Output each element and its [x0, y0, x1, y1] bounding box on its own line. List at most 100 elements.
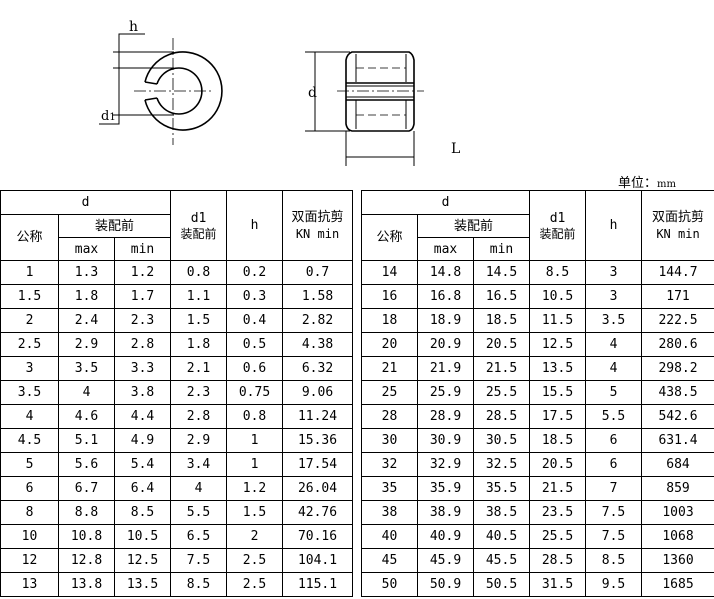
cell-d-max: 8.8 — [58, 500, 115, 525]
cell-d1: 1.8 — [170, 332, 228, 357]
cell-d1: 13.5 — [529, 356, 587, 381]
cell-d-max: 50.9 — [417, 572, 474, 597]
cell-d1: 20.5 — [529, 452, 587, 477]
cell-nominal: 1 — [0, 260, 59, 285]
header-nominal: 公称 — [0, 214, 59, 261]
header-d: d — [360, 190, 531, 215]
cell-h: 2 — [226, 524, 284, 549]
cell-d1: 12.5 — [529, 332, 587, 357]
cell-d-max: 1.8 — [58, 284, 115, 309]
cell-nominal: 5 — [0, 452, 59, 477]
cell-d-max: 10.8 — [58, 524, 115, 549]
cell-d-min: 5.4 — [113, 452, 172, 477]
cell-nominal: 28 — [361, 404, 418, 429]
cell-d-min: 10.5 — [113, 524, 172, 549]
side-view — [305, 51, 424, 166]
cell-d-max: 32.9 — [417, 452, 474, 477]
cell-shear: 1003 — [641, 500, 714, 525]
cell-shear: 1068 — [641, 524, 714, 549]
cell-shear: 115.1 — [282, 572, 354, 597]
cell-nominal: 4.5 — [0, 428, 59, 453]
cell-shear: 15.36 — [282, 428, 354, 453]
header-before-assembly: 装配前 — [416, 214, 531, 238]
cell-h: 3 — [585, 260, 643, 285]
end-view — [99, 33, 223, 145]
cell-nominal: 8 — [0, 500, 59, 525]
cell-h: 2.5 — [226, 572, 284, 597]
cell-d-max: 16.8 — [417, 284, 474, 309]
cell-shear: 1.58 — [282, 284, 354, 309]
unit-label: 单位：mm — [618, 172, 676, 191]
cell-shear: 11.24 — [282, 404, 354, 429]
cell-d-max: 28.9 — [417, 404, 474, 429]
cell-nominal: 32 — [361, 452, 418, 477]
header-max: max — [58, 237, 115, 261]
cell-d1: 28.5 — [529, 548, 587, 573]
cell-shear: 9.06 — [282, 380, 354, 405]
cell-shear: 280.6 — [641, 332, 714, 357]
cell-h: 4 — [585, 332, 643, 357]
d1-label: d1 — [101, 109, 116, 124]
cell-d-min: 12.5 — [113, 548, 172, 573]
cell-shear: 0.7 — [282, 260, 354, 285]
cell-nominal: 30 — [361, 428, 418, 453]
cell-h: 3.5 — [585, 308, 643, 333]
cell-d-min: 28.5 — [472, 404, 531, 429]
cell-nominal: 6 — [0, 476, 59, 501]
header-h: h — [226, 190, 284, 261]
cell-d-min: 1.7 — [113, 284, 172, 309]
cell-d1: 1.1 — [170, 284, 228, 309]
cell-shear: 17.54 — [282, 452, 354, 477]
cell-d-max: 30.9 — [417, 428, 474, 453]
cell-shear: 222.5 — [641, 308, 714, 333]
unit-prefix: 单位： — [618, 176, 658, 191]
cell-d-min: 14.5 — [472, 260, 531, 285]
cell-shear: 631.4 — [641, 428, 714, 453]
header-max: max — [417, 237, 474, 261]
d-label: d — [308, 85, 317, 101]
cell-h: 2.5 — [226, 548, 284, 573]
cell-d1: 8.5 — [170, 572, 228, 597]
cell-shear: 70.16 — [282, 524, 354, 549]
cell-d1: 5.5 — [170, 500, 228, 525]
h-label: h — [129, 19, 138, 35]
cell-nominal: 1.5 — [0, 284, 59, 309]
cell-d-max: 6.7 — [58, 476, 115, 501]
cell-d-max: 25.9 — [417, 380, 474, 405]
cell-h: 5 — [585, 380, 643, 405]
cell-d-min: 8.5 — [113, 500, 172, 525]
cell-nominal: 16 — [361, 284, 418, 309]
header-min: min — [472, 237, 531, 261]
cell-d-max: 4 — [58, 380, 115, 405]
cell-d-max: 2.4 — [58, 308, 115, 333]
cell-h: 6 — [585, 428, 643, 453]
cell-h: 0.6 — [226, 356, 284, 381]
cell-d-max: 40.9 — [417, 524, 474, 549]
cell-d-max: 18.9 — [417, 308, 474, 333]
cell-nominal: 10 — [0, 524, 59, 549]
header-d: d — [0, 190, 172, 215]
cell-d1: 7.5 — [170, 548, 228, 573]
cell-d-min: 35.5 — [472, 476, 531, 501]
cell-nominal: 25 — [361, 380, 418, 405]
cell-nominal: 18 — [361, 308, 418, 333]
